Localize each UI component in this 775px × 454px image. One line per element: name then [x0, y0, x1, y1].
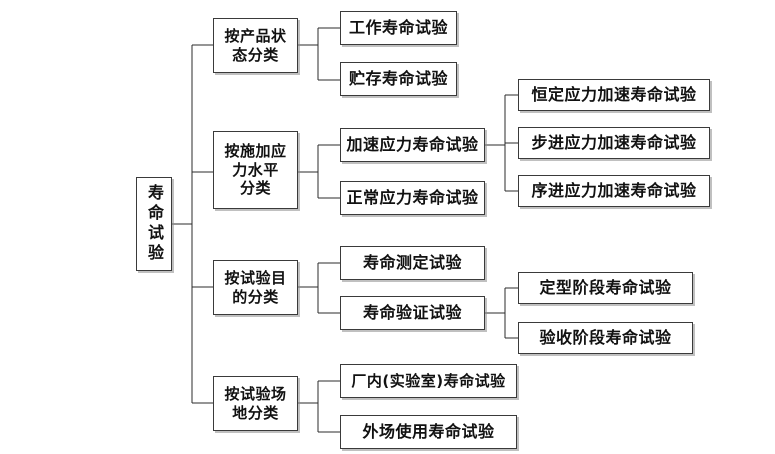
node-field-use-life-test-label: 外场使用寿命试验 [362, 422, 495, 441]
node-branch-test-purpose-label: 按试验目 的分类 [224, 268, 287, 306]
node-working-life-test[interactable]: 工作寿命试验 [340, 11, 457, 45]
node-branch-test-site-label: 按试验场 地分类 [224, 384, 287, 422]
node-progressive-stress-accelerated-life-test[interactable]: 序进应力加速寿命试验 [518, 175, 710, 207]
node-life-determination-test[interactable]: 寿命测定试验 [340, 246, 485, 280]
node-storage-life-test[interactable]: 贮存寿命试验 [340, 62, 457, 96]
node-root[interactable]: 寿命试验 [136, 177, 172, 271]
node-acceptance-stage-life-test[interactable]: 验收阶段寿命试验 [518, 322, 693, 354]
node-progressive-stress-accelerated-life-test-label: 序进应力加速寿命试验 [531, 181, 697, 200]
node-finalization-stage-life-test-label: 定型阶段寿命试验 [539, 278, 672, 297]
node-field-use-life-test[interactable]: 外场使用寿命试验 [340, 415, 517, 449]
node-constant-stress-accelerated-life-test-label: 恒定应力加速寿命试验 [531, 85, 697, 104]
node-in-plant-laboratory-life-test-label: 厂内(实验室)寿命试验 [351, 371, 506, 390]
node-normal-stress-life-test[interactable]: 正常应力寿命试验 [340, 181, 485, 215]
node-life-verification-test-label: 寿命验证试验 [362, 303, 462, 322]
node-branch-test-site[interactable]: 按试验场 地分类 [213, 376, 298, 431]
node-root-label: 寿命试验 [145, 184, 164, 264]
node-constant-stress-accelerated-life-test[interactable]: 恒定应力加速寿命试验 [518, 79, 710, 111]
node-step-stress-accelerated-life-test[interactable]: 步进应力加速寿命试验 [518, 127, 710, 159]
node-finalization-stage-life-test[interactable]: 定型阶段寿命试验 [518, 272, 693, 304]
node-in-plant-laboratory-life-test[interactable]: 厂内(实验室)寿命试验 [340, 364, 517, 398]
node-life-determination-test-label: 寿命测定试验 [362, 253, 462, 272]
node-branch-test-purpose[interactable]: 按试验目 的分类 [213, 260, 298, 315]
node-step-stress-accelerated-life-test-label: 步进应力加速寿命试验 [531, 133, 697, 152]
node-working-life-test-label: 工作寿命试验 [348, 18, 448, 37]
node-branch-product-state-label: 按产品状 态分类 [224, 26, 287, 64]
node-branch-product-state[interactable]: 按产品状 态分类 [213, 18, 298, 73]
node-accelerated-stress-life-test-label: 加速应力寿命试验 [346, 135, 479, 154]
node-storage-life-test-label: 贮存寿命试验 [348, 69, 448, 88]
node-branch-stress-level-label: 按施加应 力水平 分类 [224, 141, 287, 198]
node-branch-stress-level[interactable]: 按施加应 力水平 分类 [213, 131, 298, 209]
node-accelerated-stress-life-test[interactable]: 加速应力寿命试验 [340, 128, 485, 162]
node-acceptance-stage-life-test-label: 验收阶段寿命试验 [539, 328, 672, 347]
node-life-verification-test[interactable]: 寿命验证试验 [340, 296, 485, 330]
node-normal-stress-life-test-label: 正常应力寿命试验 [346, 188, 479, 207]
